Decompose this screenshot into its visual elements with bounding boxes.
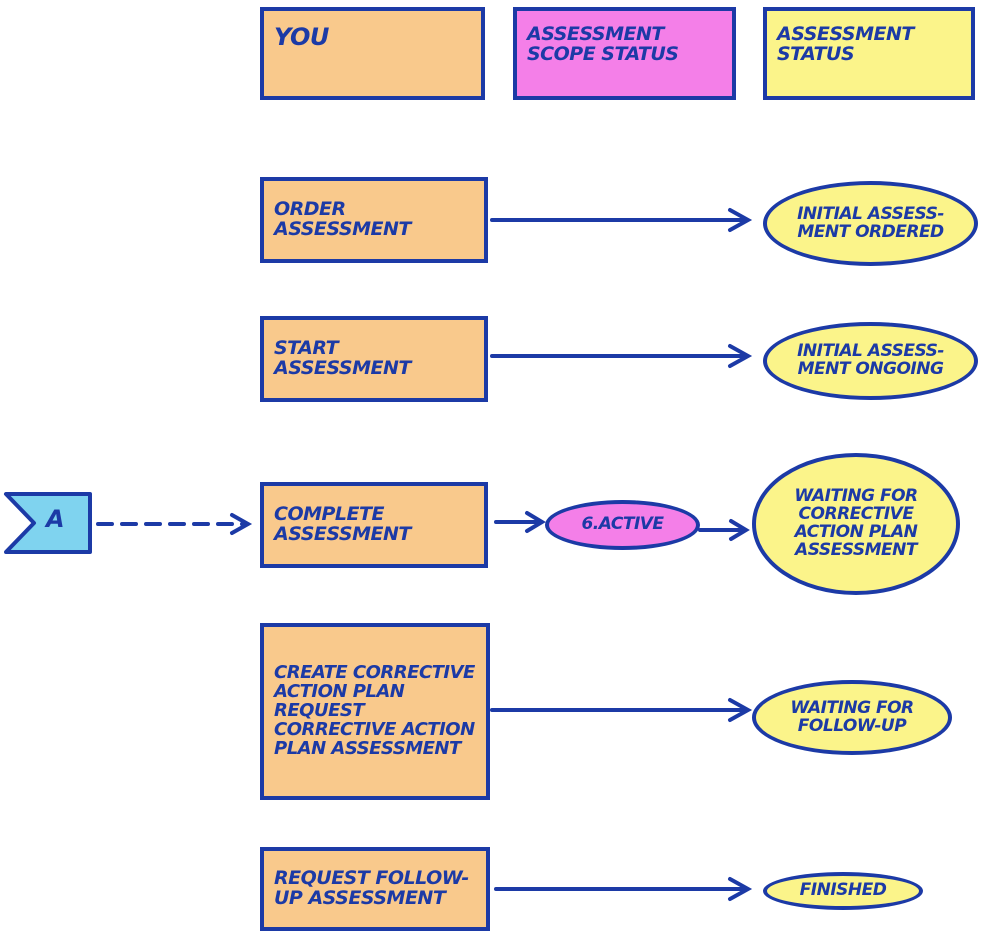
arrow-active-to-status [698,519,750,541]
header-assessment-status-label: Assessment Status [777,23,914,65]
header-you: You [260,7,485,100]
step-create-corrective-plan-label: Create Corrective Action Plan Request Co… [274,662,475,759]
header-assessment-status: Assessment Status [763,7,975,100]
arrow-complete-to-active [494,511,546,533]
header-scope-status-label: Assessment Scope Status [527,23,679,65]
step-start-assessment: Start Assessment [260,316,488,402]
connector-label: A [46,505,65,533]
step-complete-assessment: Complete Assessment [260,482,488,568]
arrow-followup [494,877,753,901]
status-initial-ongoing: Initial Assess-ment ongoing [763,322,978,400]
arrow-corrective [490,698,753,722]
step-order-assessment-label: Order Assessment [274,198,411,240]
status-initial-ordered: Initial Assess-ment ordered [763,181,978,266]
status-finished: Finished [763,872,923,910]
scope-status-active-label: 6.Active [581,514,664,535]
status-initial-ongoing-label: Initial Assess-ment ongoing [797,341,944,379]
status-waiting-corrective-label: Waiting for Corrective Action Plan Asses… [794,486,918,560]
arrow-order [490,208,753,232]
arrow-connector-head [230,513,253,535]
status-finished-label: Finished [799,880,887,901]
step-order-assessment: Order Assessment [260,177,488,263]
header-you-label: You [274,23,329,51]
status-waiting-corrective: Waiting for Corrective Action Plan Asses… [752,453,960,595]
step-complete-assessment-label: Complete Assessment [274,503,411,545]
step-create-corrective-plan: Create Corrective Action Plan Request Co… [260,623,490,800]
step-request-followup: Request Follow-up Assessment [260,847,490,931]
status-waiting-followup: Waiting for Follow-up [752,680,952,755]
connector-flag-shape [4,492,92,554]
status-initial-ordered-label: Initial Assess-ment ordered [797,203,944,242]
scope-status-active: 6.Active [545,500,700,550]
step-request-followup-label: Request Follow-up Assessment [274,867,469,909]
header-scope-status: Assessment Scope Status [513,7,736,100]
step-start-assessment-label: Start Assessment [274,337,411,379]
arrow-start [490,344,753,368]
status-waiting-followup-label: Waiting for Follow-up [790,697,914,736]
